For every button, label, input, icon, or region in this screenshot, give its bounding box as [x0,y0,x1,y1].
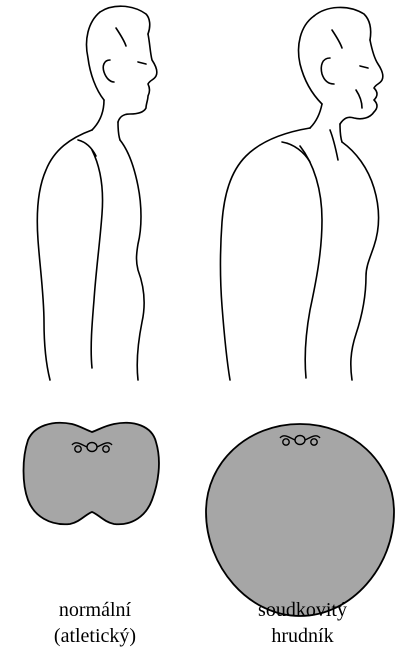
normal-face-profile [118,34,157,122]
barrel-neck-tendon [330,130,338,160]
caption-barrel-line1: soudkovitý [215,597,390,623]
caption-normal-line1: normální [20,597,170,623]
normal-hair-side [116,28,126,46]
normal-chest-cross-section [24,423,159,524]
normal-hair-top [100,6,150,34]
normal-neck-back [92,100,104,130]
normal-back-line [37,130,92,380]
caption-normal-chest: normální (atletický) [20,597,170,649]
barrel-neck-front [340,124,342,142]
barrel-front-line [342,142,379,380]
barrel-face-profile [340,40,383,124]
normal-eye [138,62,146,64]
barrel-arm-outline [300,146,322,378]
normal-head-back [87,12,105,100]
barrel-ear [321,58,334,84]
caption-barrel-line2: hrudník [215,623,390,649]
caption-normal-line2: (atletický) [20,623,170,649]
normal-posture-figure [37,6,157,380]
barrel-posture-figure [221,7,383,380]
barrel-head-back [299,16,322,104]
barrel-back-line [221,128,311,380]
normal-arm-outline [91,150,102,368]
barrel-hair-top [314,7,371,40]
caption-barrel-chest: soudkovitý hrudník [215,597,390,649]
barrel-chest-cross-section [206,424,394,616]
normal-front-line [120,140,144,380]
normal-ear [103,60,114,82]
normal-neck-front [118,122,120,140]
barrel-eye [360,66,368,68]
barrel-hair-side [332,30,342,48]
barrel-shoulder-curve [282,142,310,162]
barrel-cheek-line [356,90,362,108]
barrel-neck-back [310,104,322,128]
